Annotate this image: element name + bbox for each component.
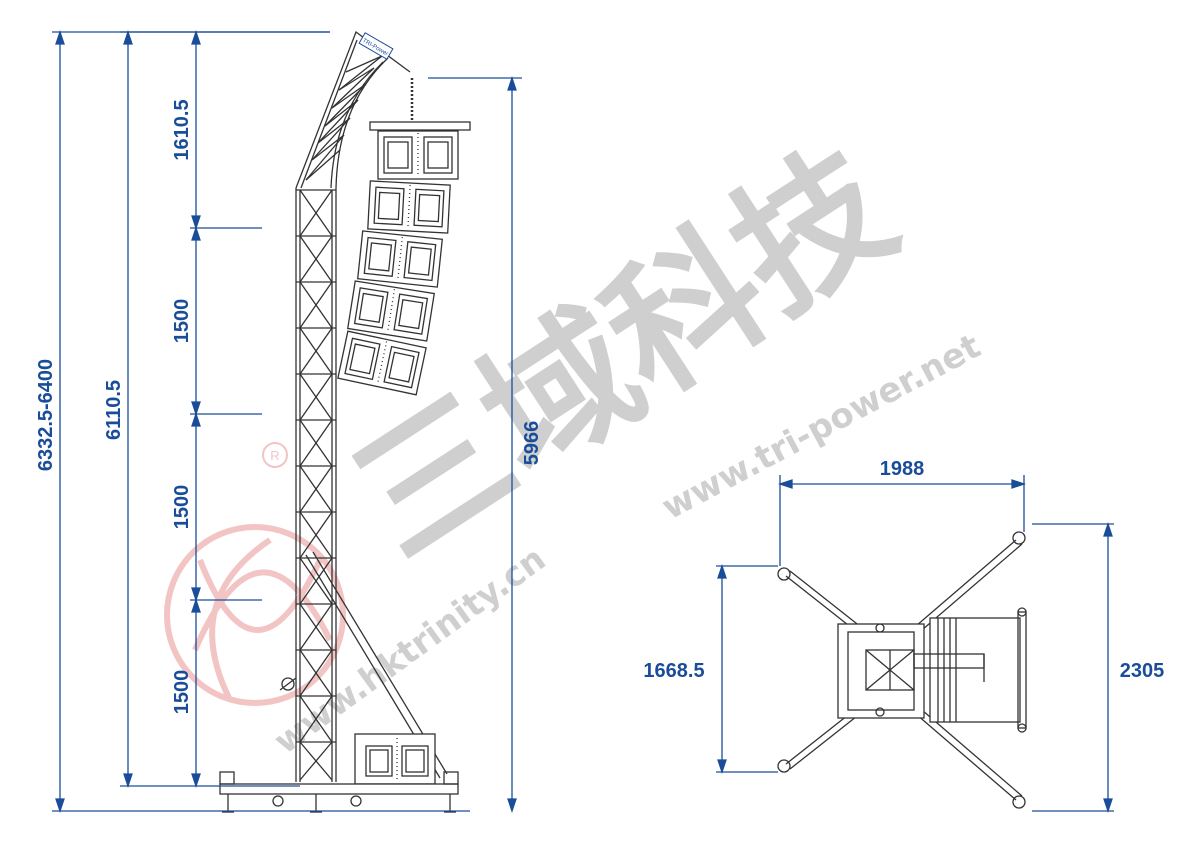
watermark-registered: R (270, 448, 279, 463)
side-dimensions (52, 29, 522, 814)
dim-truss-height: 6110.5 (103, 380, 125, 440)
array-speaker (337, 330, 427, 396)
top-speaker-block (929, 607, 1027, 733)
top-base-frame (837, 623, 925, 719)
brand-plate (358, 32, 394, 60)
array-speaker (367, 180, 451, 234)
dim-overall-height: 6332.5-6400 (35, 359, 57, 471)
truss-mast (295, 188, 337, 782)
array-speaker (346, 280, 436, 342)
fly-bar (369, 121, 471, 131)
dim-hang-height: 5966 (521, 421, 543, 466)
array-speaker (356, 230, 444, 288)
dim-top-depth-inner: 1668.5 (643, 660, 704, 682)
dim-segment-upper: 1500 (171, 299, 193, 344)
ground-speaker (354, 733, 436, 785)
top-view (777, 531, 1027, 809)
base-frame (219, 771, 459, 813)
watermark-logo (164, 442, 346, 706)
dim-top-depth-outer: 2305 (1120, 660, 1165, 682)
dim-segment-middle: 1500 (171, 485, 193, 530)
dim-top-width: 1988 (880, 458, 925, 480)
speaker-array (337, 130, 459, 396)
truss-boom (295, 30, 411, 189)
winch (279, 677, 297, 691)
top-dimensions (716, 475, 1114, 814)
side-view: TRI-Power (219, 30, 471, 813)
array-speaker (377, 130, 459, 180)
dim-segment-top: 1610.5 (171, 99, 193, 160)
dim-segment-lower: 1500 (171, 670, 193, 715)
outrigger-feet (777, 531, 1026, 809)
